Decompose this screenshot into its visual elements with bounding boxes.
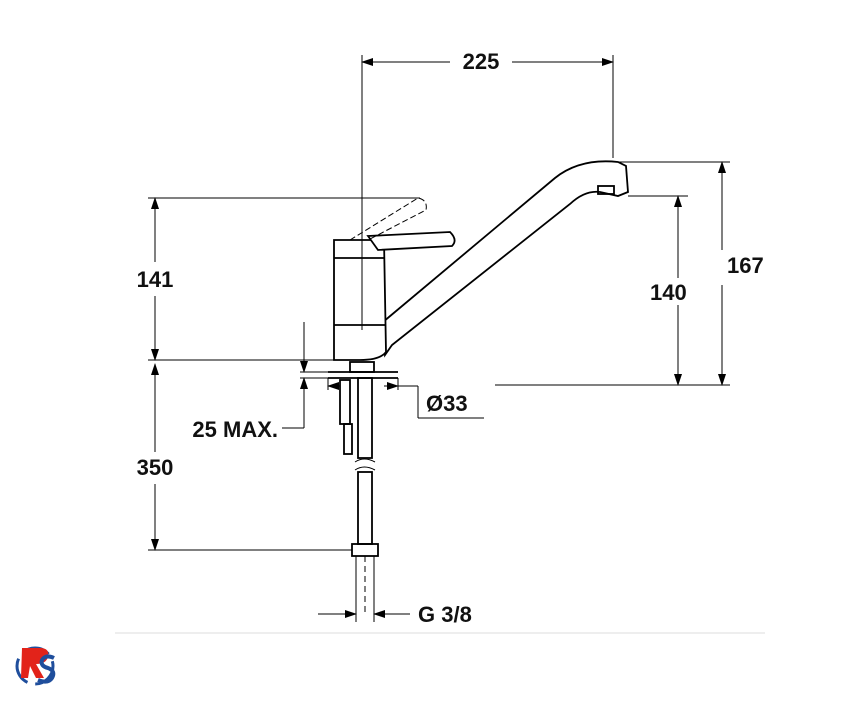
- spout: [382, 160, 629, 358]
- dim-label-g-3-8: G 3/8: [418, 602, 472, 627]
- dim-body-height: 141: [137, 197, 420, 361]
- faucet-outline: [333, 160, 629, 361]
- dim-spout-reach: 225: [361, 49, 614, 330]
- dim-thread: G 3/8: [318, 600, 472, 627]
- dim-spout-height: 140: [628, 195, 688, 386]
- aerator: [597, 185, 615, 195]
- dim-label-diameter-33: Ø33: [426, 391, 468, 416]
- rs-logo-icon: [15, 646, 56, 686]
- dim-hose-length: 350: [137, 363, 352, 551]
- dim-label-25-max: 25 MAX.: [192, 417, 278, 442]
- dim-max-thickness: 25 MAX.: [192, 322, 328, 442]
- dim-label-140: 140: [650, 280, 687, 305]
- dim-label-350: 350: [137, 455, 174, 480]
- dim-total-height: 167: [495, 161, 764, 386]
- dim-label-167: 167: [727, 253, 764, 278]
- dim-label-141: 141: [137, 267, 174, 292]
- dim-hole-diameter: Ø33: [327, 378, 484, 419]
- mixer-body: [333, 239, 387, 361]
- mounting-hardware: [328, 361, 398, 614]
- dim-label-225: 225: [463, 49, 500, 74]
- lever-handle: [366, 231, 456, 251]
